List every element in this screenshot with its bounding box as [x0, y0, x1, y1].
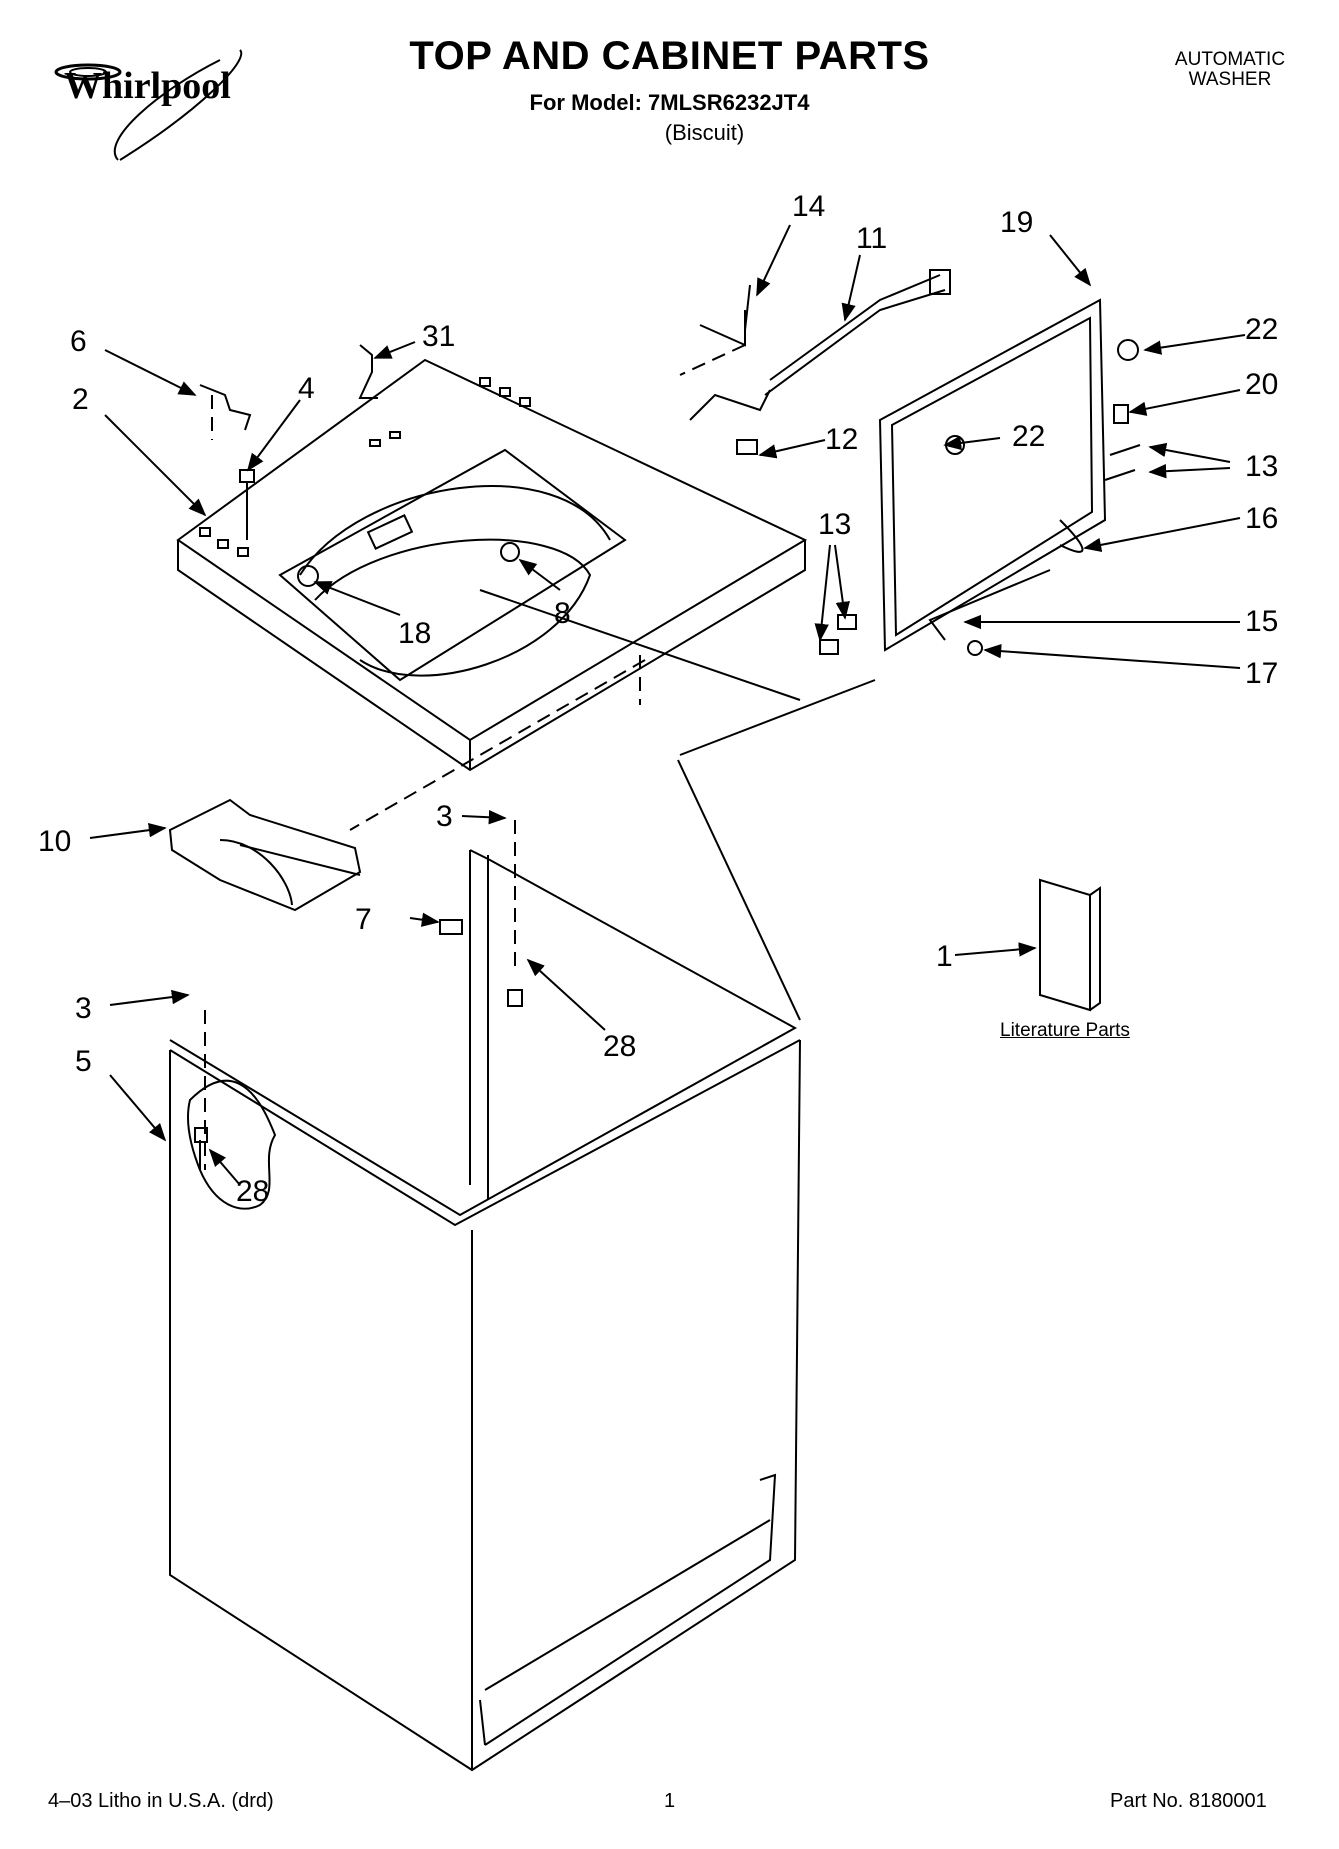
literature-booklet [1039, 878, 1101, 1012]
callout-17: 17 [1245, 657, 1279, 690]
callout-28-left: 28 [236, 1175, 270, 1208]
washer-top-panel [176, 358, 808, 772]
literature-parts-label: Literature Parts [1000, 1020, 1130, 1041]
callout-8: 8 [554, 597, 571, 630]
callout-14: 14 [792, 190, 826, 223]
callout-13-right: 13 [1245, 450, 1279, 483]
callout-16: 16 [1245, 502, 1279, 535]
footer-part-number: Part No. 8180001 [1110, 1790, 1267, 1812]
callout-10: 10 [38, 825, 72, 858]
callout-13-left: 13 [818, 508, 852, 541]
page-title: TOP AND CABINET PARTS [409, 34, 930, 78]
callout-12: 12 [825, 423, 859, 456]
callout-3-left: 3 [75, 992, 92, 1025]
callout-15: 15 [1245, 605, 1279, 638]
callout-22-top: 22 [1245, 313, 1279, 346]
callout-arrows [89, 224, 1246, 1186]
whirlpool-logo [54, 49, 243, 161]
bracket-part [168, 798, 362, 912]
callout-6: 6 [70, 325, 87, 358]
product-type: AUTOMATIC WASHER [1130, 50, 1330, 90]
callout-19: 19 [1000, 206, 1034, 239]
callout-22-mid: 22 [1012, 420, 1046, 453]
footer-litho: 4–03 Litho in U.S.A. (drd) [48, 1790, 274, 1812]
callout-1: 1 [936, 940, 953, 973]
hardware-parts [199, 269, 951, 587]
washer-cabinet [169, 849, 801, 1772]
callout-11: 11 [856, 222, 888, 255]
footer-page-number: 1 [664, 1790, 676, 1812]
callout-20: 20 [1245, 368, 1279, 401]
callout-3-top: 3 [436, 800, 453, 833]
assembly-lines [204, 344, 746, 1170]
reference-lines [479, 589, 876, 1021]
callout-2: 2 [72, 383, 89, 416]
console-frame [819, 298, 1141, 656]
callout-28-right: 28 [603, 1030, 637, 1063]
callout-18: 18 [398, 617, 432, 650]
callout-4: 4 [298, 372, 315, 405]
callout-31: 31 [422, 320, 456, 353]
brand-logo-text: Whirlpool [64, 65, 231, 107]
color-line: (Biscuit) [664, 120, 745, 145]
product-line-2: WASHER [1188, 69, 1272, 90]
callout-7: 7 [355, 903, 372, 936]
model-line: For Model: 7MLSR6232JT4 [529, 90, 810, 115]
product-line-1: AUTOMATIC [1174, 49, 1286, 70]
callout-5: 5 [75, 1045, 92, 1078]
